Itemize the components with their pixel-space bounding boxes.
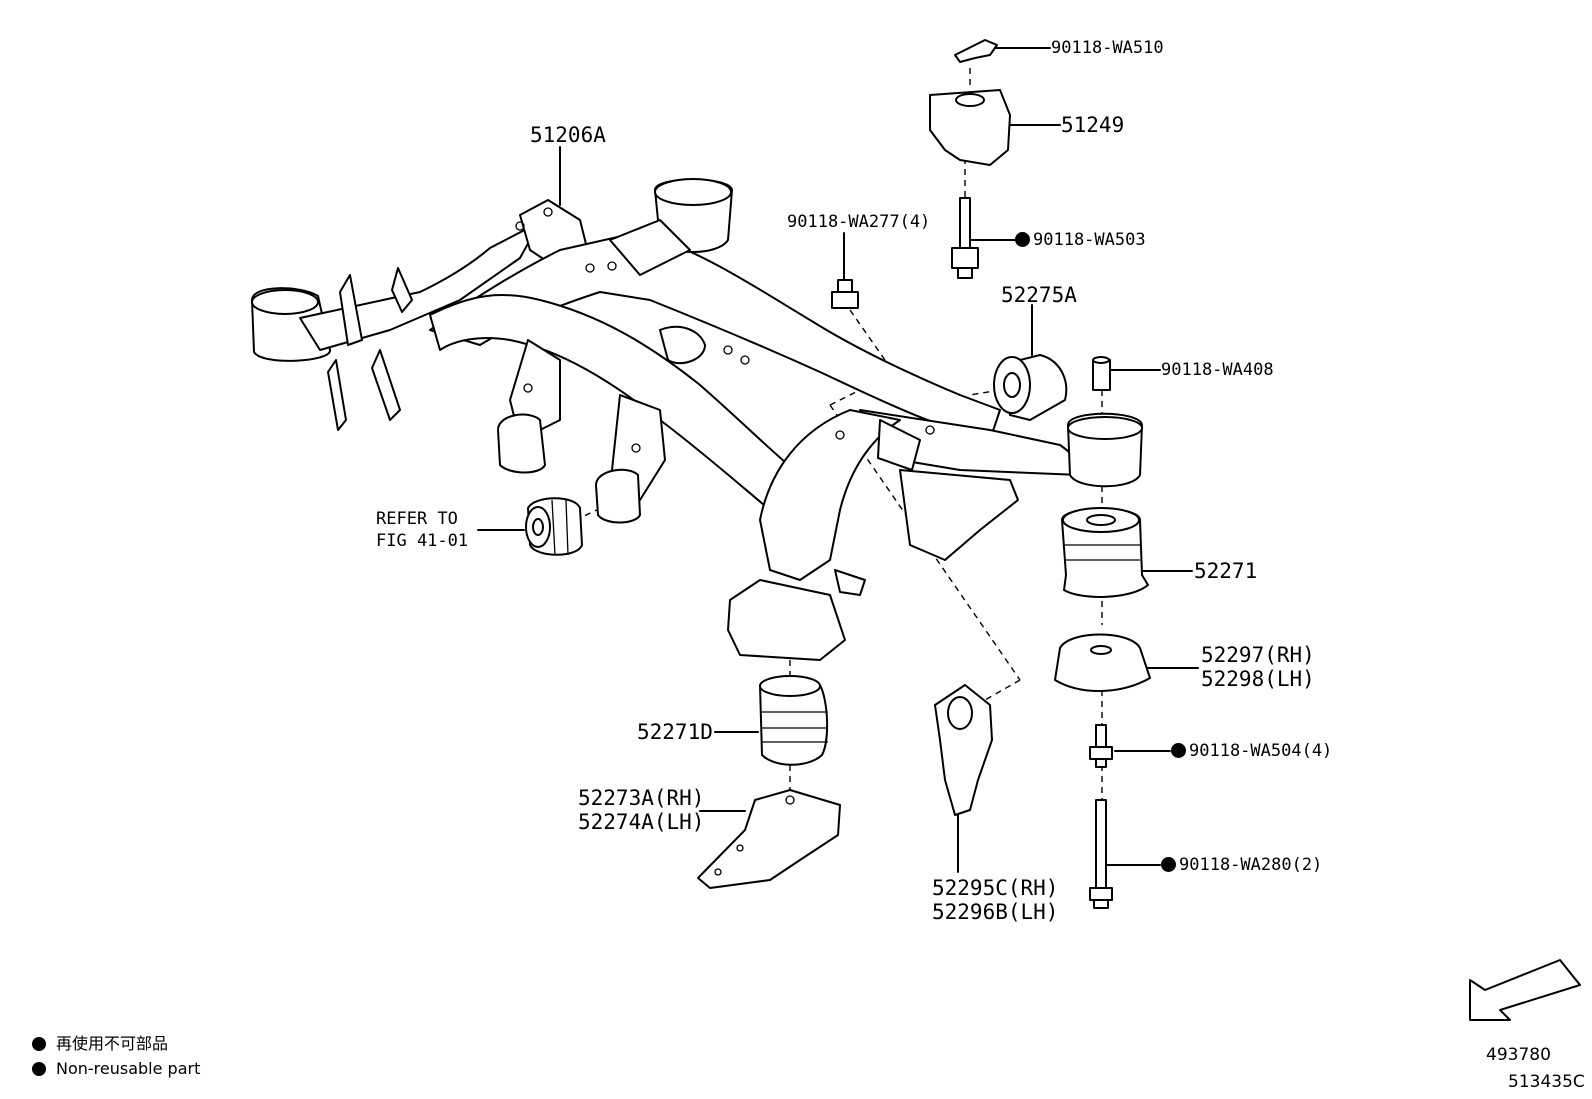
bolt-90118-wa503-icon <box>951 197 979 279</box>
legend-english: Non-reusable part <box>32 1057 200 1081</box>
callout-52271d: 52271D <box>637 720 713 744</box>
legend-english-text: Non-reusable part <box>56 1059 201 1078</box>
bolt-90118-wa280-icon <box>1089 799 1113 909</box>
callout-90118-wa510: 90118-WA510 <box>1051 38 1164 58</box>
bushing-52275a-icon <box>993 354 1068 421</box>
bracket-52273a-icon <box>697 789 841 889</box>
callout-52271: 52271 <box>1194 559 1258 583</box>
collar-90118-wa408-icon <box>1092 356 1111 391</box>
front-direction-arrow-icon <box>1469 959 1581 1021</box>
stopper-51249-icon <box>929 89 1011 166</box>
cushion-52271-icon <box>1061 507 1149 598</box>
stopper-plate-52297-icon <box>1054 633 1151 692</box>
callout-90118-wa280-text: 90118-WA280(2) <box>1179 855 1323 875</box>
callout-90118-wa503: 90118-WA503 <box>1015 229 1146 251</box>
non-reusable-icon <box>1015 232 1030 247</box>
callout-90118-wa503-text: 90118-WA503 <box>1033 230 1146 250</box>
non-reusable-icon <box>1161 857 1176 872</box>
callout-refer-line1: REFER TO <box>376 509 458 529</box>
nut-90118-wa277-icon <box>831 279 859 309</box>
non-reusable-icon <box>32 1037 46 1051</box>
callout-90118-wa280: 90118-WA280(2) <box>1161 854 1322 876</box>
legend-japanese: 再使用不可部品 <box>32 1032 168 1056</box>
callout-51249: 51249 <box>1061 113 1125 137</box>
crossmember-frame <box>251 178 1143 661</box>
clip-90118-wa510-icon <box>954 39 998 63</box>
callout-52275a: 52275A <box>1001 283 1077 307</box>
callout-52297: 52297(RH) <box>1201 643 1315 667</box>
callout-52298: 52298(LH) <box>1201 667 1315 691</box>
legend-japanese-text: 再使用不可部品 <box>56 1034 169 1053</box>
illustration-number: 493780 <box>1486 1045 1551 1065</box>
leader-lines <box>477 47 1199 873</box>
callout-90118-wa504-text: 90118-WA504(4) <box>1189 741 1333 761</box>
bushing-refer-icon <box>525 497 583 556</box>
callout-90118-wa408: 90118-WA408 <box>1161 360 1274 380</box>
cushion-52271d-icon <box>759 675 829 766</box>
non-reusable-icon <box>32 1062 46 1076</box>
bracket-52295c-icon <box>934 684 993 816</box>
callout-52296b: 52296B(LH) <box>932 900 1059 924</box>
callout-51206a: 51206A <box>530 123 606 147</box>
callout-90118-wa504: 90118-WA504(4) <box>1171 740 1332 762</box>
callout-90118-wa277: 90118-WA277(4) <box>787 212 931 232</box>
callout-52273a: 52273A(RH) <box>578 786 705 810</box>
callout-52295c: 52295C(RH) <box>932 876 1059 900</box>
bolt-90118-wa504-icon <box>1089 724 1113 768</box>
callout-refer-line2: FIG 41-01 <box>376 531 469 551</box>
non-reusable-icon <box>1171 743 1186 758</box>
figure-number: 513435C <box>1508 1072 1585 1092</box>
callout-52274a: 52274A(LH) <box>578 810 705 834</box>
